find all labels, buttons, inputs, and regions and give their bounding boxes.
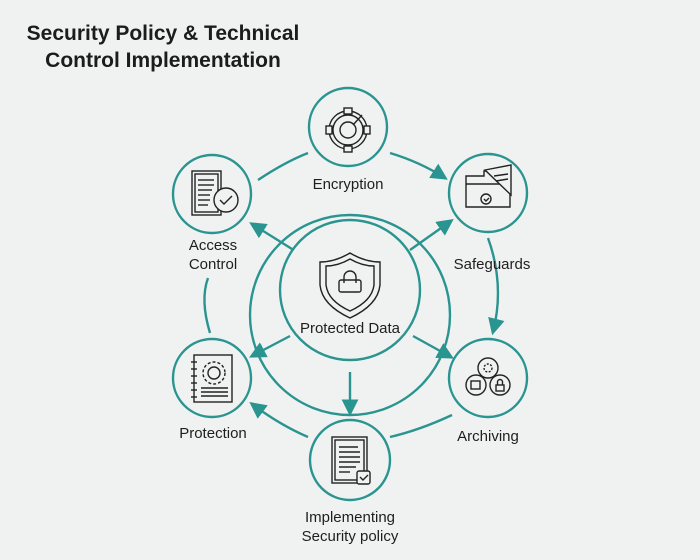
arrow-to-protection bbox=[249, 334, 291, 358]
title-line-1: Security Policy & Technical bbox=[26, 22, 300, 45]
folder-shield-icon bbox=[465, 164, 512, 208]
node-encryption-circle bbox=[307, 86, 389, 168]
implementing-line-2: Security policy bbox=[301, 528, 399, 545]
arc-protection-access bbox=[203, 277, 212, 334]
node-archiving-label: Archiving bbox=[457, 428, 519, 445]
node-access-control-label: Access Control bbox=[163, 236, 263, 274]
node-access-control-circle bbox=[171, 153, 253, 235]
center-label: Protected Data bbox=[299, 320, 401, 337]
implementing-line-1: Implementing bbox=[304, 509, 396, 526]
node-safeguards-label: Safeguards bbox=[453, 256, 531, 273]
access-line-1: Access bbox=[188, 237, 238, 254]
page-title: Security Policy & Technical Control Impl… bbox=[0, 20, 326, 74]
policy-document-icon bbox=[331, 436, 371, 485]
node-implementing-label: Implementing Security policy bbox=[275, 508, 425, 546]
arrow-to-archiving bbox=[412, 334, 454, 359]
title-line-2: Control Implementation bbox=[45, 49, 281, 72]
arc-access-encryption bbox=[257, 151, 309, 181]
node-protection-label: Protection bbox=[179, 425, 247, 442]
notebook-gear-icon bbox=[191, 354, 233, 403]
arc-implementing-protection bbox=[249, 401, 309, 439]
checklist-document-icon bbox=[191, 170, 239, 216]
shield-lock-icon bbox=[319, 252, 381, 319]
arc-encryption-safeguards bbox=[389, 151, 448, 180]
inner-ring bbox=[278, 218, 422, 362]
archive-lock-icon bbox=[465, 357, 511, 396]
arc-archiving-implementing bbox=[389, 413, 453, 439]
node-implementing-circle bbox=[308, 418, 392, 502]
access-line-2: Control bbox=[188, 256, 238, 273]
arc-safeguards-archiving bbox=[486, 237, 505, 336]
arrow-to-safeguards bbox=[409, 219, 454, 251]
encryption-gear-icon bbox=[325, 107, 371, 153]
arrow-to-access-control bbox=[249, 222, 293, 251]
node-encryption-label: Encryption bbox=[312, 176, 384, 193]
